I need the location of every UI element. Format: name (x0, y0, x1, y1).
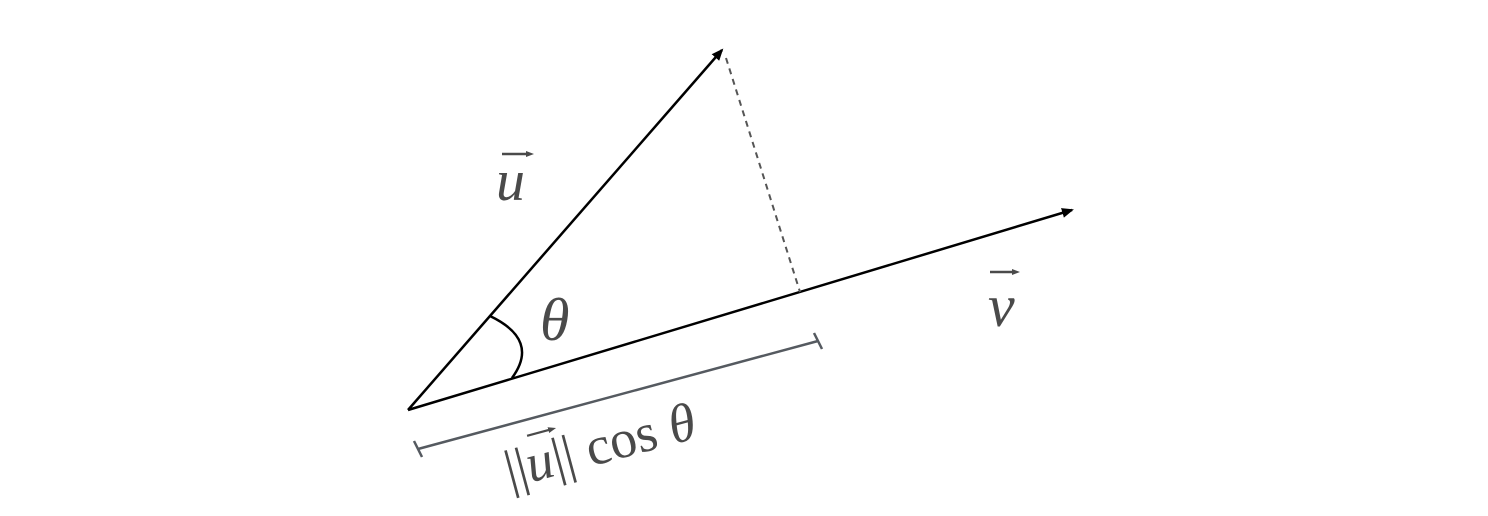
theta-label: θ (540, 287, 569, 353)
vector-v-label: v (988, 269, 1020, 339)
projection-bracket (412, 332, 824, 458)
svg-text:v: v (988, 273, 1015, 339)
cos-text: cos (565, 398, 676, 482)
projection-label: ||u|| cos θ (498, 391, 703, 500)
svg-text:||u|| cos θ: ||u|| cos θ (498, 391, 703, 500)
svg-text:u: u (496, 148, 525, 213)
vector-v-arrow (407, 208, 1074, 412)
vector-u-arrow (407, 48, 724, 411)
perpendicular-dotted-line (725, 57, 801, 293)
angle-arc (489, 314, 524, 379)
vector-u-label: u (496, 148, 534, 213)
